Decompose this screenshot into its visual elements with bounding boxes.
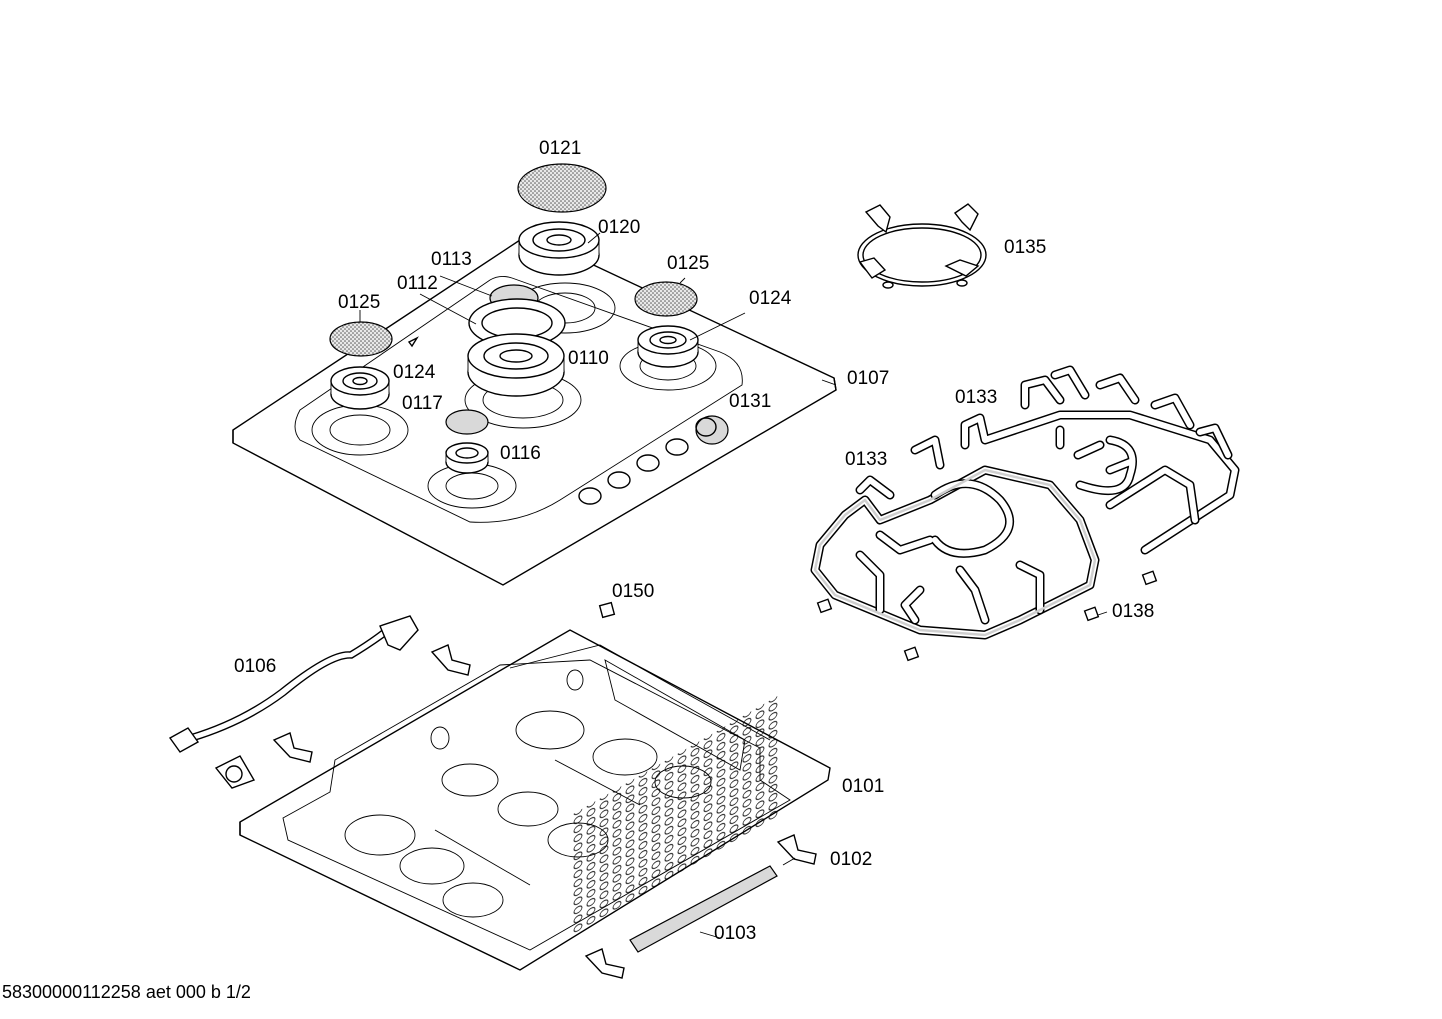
label-0110: 0110 [568, 348, 609, 369]
label-0116: 0116 [500, 443, 541, 464]
burner-head-right [637, 325, 699, 368]
bottom-tray [239, 629, 831, 971]
label-0133-left: 0133 [845, 449, 888, 470]
label-0101: 0101 [842, 776, 885, 797]
label-0138: 0138 [1112, 601, 1155, 622]
label-0131: 0131 [729, 391, 772, 412]
leader-lines-top [359, 232, 837, 386]
label-0121: 0121 [539, 138, 582, 159]
burner-cap-left [329, 321, 393, 357]
label-0150: 0150 [612, 581, 655, 602]
clip-0150 [598, 601, 616, 619]
burner-head-large [518, 221, 600, 276]
burner-cap-right [634, 281, 698, 317]
burner-cap-large [517, 163, 607, 213]
burner-head-small [445, 442, 489, 474]
burner-head-left [330, 366, 390, 410]
label-0102: 0102 [830, 849, 873, 870]
rubber-feet [816, 570, 1158, 662]
power-cable [168, 615, 419, 753]
label-0106: 0106 [234, 656, 277, 677]
label-0133-top: 0133 [955, 387, 998, 408]
pan-support-front [810, 435, 1100, 640]
wok-ring [857, 203, 987, 289]
label-0125-right: 0125 [667, 253, 710, 274]
label-0117: 0117 [402, 393, 443, 414]
drawing-reference-footer: 58300000112258 aet 000 b 1/2 [2, 982, 251, 1002]
label-0124-left: 0124 [393, 362, 436, 383]
control-knob [695, 415, 729, 445]
label-0107: 0107 [847, 368, 890, 389]
mounting-brackets [214, 644, 817, 979]
label-0135: 0135 [1004, 237, 1047, 258]
label-0124-right: 0124 [749, 288, 792, 309]
burner-head-wok [467, 284, 566, 397]
burner-cap-small [445, 409, 489, 435]
label-0103: 0103 [714, 923, 757, 944]
label-0113: 0113 [431, 249, 472, 270]
label-0125-left: 0125 [338, 292, 381, 313]
label-0112: 0112 [397, 273, 438, 294]
label-0120: 0120 [598, 217, 641, 238]
sealing-strip [629, 865, 778, 953]
pan-support-rear [960, 365, 1240, 555]
